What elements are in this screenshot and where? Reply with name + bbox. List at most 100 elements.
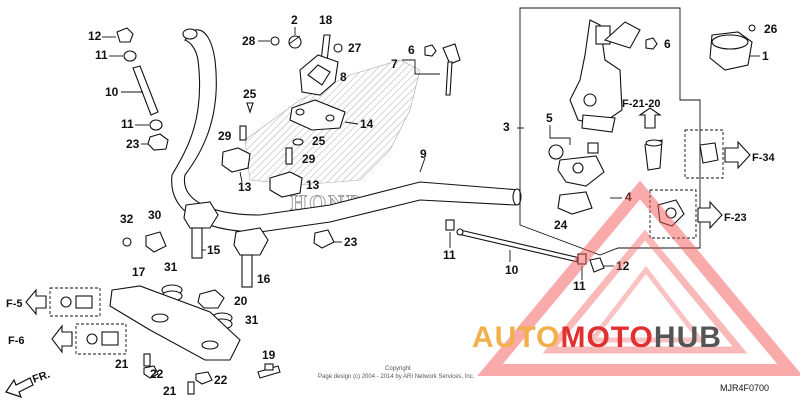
part-label-27: 27 bbox=[348, 41, 362, 55]
part-label-32: 32 bbox=[120, 212, 134, 226]
screw-28[interactable] bbox=[270, 36, 280, 46]
holder-lower-13-right[interactable] bbox=[269, 171, 303, 198]
part-label-30: 30 bbox=[148, 208, 162, 222]
part-label-11d: 11 bbox=[573, 279, 586, 293]
collar-11-top[interactable] bbox=[123, 50, 137, 62]
key-blank[interactable] bbox=[442, 43, 461, 96]
spring-part[interactable] bbox=[587, 142, 599, 154]
ref-f21-20: F-21-20 bbox=[622, 98, 661, 110]
nut-23-left[interactable] bbox=[147, 133, 169, 151]
part-label-16: 16 bbox=[257, 272, 271, 286]
ref-box-f34 bbox=[684, 129, 751, 179]
ref-box-f5 bbox=[25, 287, 101, 317]
nut-23-right[interactable] bbox=[313, 229, 335, 249]
part-label-31b: 31 bbox=[245, 313, 259, 327]
ref-box-f23 bbox=[649, 189, 723, 239]
holder-lower-13-left[interactable] bbox=[221, 147, 251, 173]
part-label-4: 4 bbox=[625, 190, 632, 204]
bolt-19[interactable] bbox=[257, 363, 281, 379]
bolt-25-right[interactable] bbox=[292, 138, 304, 146]
ref-f6: F-6 bbox=[8, 335, 25, 347]
connector-cap[interactable] bbox=[644, 139, 663, 171]
part-label-22a: 22 bbox=[150, 367, 164, 381]
bolt-12[interactable] bbox=[116, 27, 134, 43]
part-label-17: 17 bbox=[132, 265, 146, 279]
watermark-logo bbox=[477, 180, 800, 376]
bracket-30[interactable] bbox=[145, 231, 167, 253]
weight-rod-10[interactable] bbox=[132, 65, 159, 116]
ignition-outline-box bbox=[519, 7, 701, 256]
bolt-12-inner[interactable] bbox=[589, 257, 605, 273]
front-arrow bbox=[5, 377, 34, 398]
part-label-12a: 12 bbox=[88, 29, 102, 43]
collar-11-bottom[interactable] bbox=[149, 119, 163, 131]
screw-26[interactable] bbox=[748, 24, 756, 32]
part-label-5: 5 bbox=[546, 111, 553, 125]
upper-holder-15[interactable] bbox=[183, 201, 219, 259]
part-label-14: 14 bbox=[360, 117, 374, 131]
watermark-part2: MOTO bbox=[560, 321, 653, 354]
ignition-switch-assembly[interactable] bbox=[569, 19, 641, 133]
screw-25-left[interactable] bbox=[246, 102, 254, 114]
ref-f5: F-5 bbox=[6, 298, 23, 310]
part-label-10b: 10 bbox=[505, 263, 519, 277]
upper-holder-16[interactable] bbox=[233, 227, 269, 288]
part-label-13b: 13 bbox=[306, 178, 320, 192]
part-label-6a: 6 bbox=[408, 43, 415, 57]
holder-base-14[interactable] bbox=[289, 99, 346, 131]
bolt-21-top[interactable] bbox=[143, 353, 151, 367]
nut-22-bottom[interactable] bbox=[195, 371, 213, 385]
bottom-bridge-17[interactable] bbox=[109, 285, 241, 361]
part-label-12b: 12 bbox=[616, 259, 630, 273]
mirror-holder-8[interactable] bbox=[299, 54, 339, 96]
ref-box-f6 bbox=[51, 323, 127, 355]
part-label-22b: 22 bbox=[214, 373, 228, 387]
part-label-25b: 25 bbox=[312, 134, 326, 148]
lock-cylinder-parts[interactable] bbox=[548, 144, 605, 215]
nut-20[interactable] bbox=[197, 289, 225, 309]
nut-6-top[interactable] bbox=[424, 44, 437, 57]
part-label-24: 24 bbox=[554, 218, 568, 232]
watermark-part1: AUTO bbox=[472, 321, 560, 354]
part-label-25a: 25 bbox=[243, 87, 257, 101]
nut-6-right[interactable] bbox=[645, 37, 658, 50]
copyright-line1: Copyright bbox=[385, 366, 411, 372]
part-label-29a: 29 bbox=[218, 129, 232, 143]
inner-rod-10[interactable] bbox=[456, 228, 584, 264]
nut-22-top[interactable] bbox=[143, 365, 159, 379]
part-label-18: 18 bbox=[319, 13, 333, 27]
part-label-31a: 31 bbox=[164, 260, 178, 274]
part-label-15: 15 bbox=[207, 243, 221, 257]
screw-27[interactable] bbox=[333, 43, 343, 53]
ref-f23: F-23 bbox=[724, 212, 747, 224]
part-label-11c: 11 bbox=[443, 248, 456, 262]
seat-lock-cover-1[interactable] bbox=[709, 31, 753, 71]
part-label-28: 28 bbox=[242, 34, 256, 48]
part-label-19: 19 bbox=[262, 348, 276, 362]
part-label-21b: 21 bbox=[163, 384, 177, 398]
part-label-9: 9 bbox=[420, 147, 427, 161]
collar-11-inner-left[interactable] bbox=[445, 219, 455, 231]
bolt-32[interactable] bbox=[122, 237, 132, 247]
part-label-2: 2 bbox=[291, 13, 298, 27]
part-label-13a: 13 bbox=[238, 180, 252, 194]
part-label-23b: 23 bbox=[344, 235, 358, 249]
front-marker-label: FR. bbox=[31, 368, 52, 385]
copyright-line2: Page design (c) 2004 - 2014 by ARI Netwo… bbox=[318, 374, 475, 380]
part-label-21a: 21 bbox=[115, 357, 129, 371]
bolt-29-left[interactable] bbox=[239, 125, 247, 141]
clip-2[interactable] bbox=[288, 35, 302, 49]
collar-11-inner-right[interactable] bbox=[577, 253, 587, 265]
part-label-26: 26 bbox=[764, 22, 778, 36]
part-label-10a: 10 bbox=[105, 85, 119, 99]
part-label-8: 8 bbox=[340, 70, 347, 84]
part-label-23a: 23 bbox=[126, 137, 140, 151]
bolt-29-right[interactable] bbox=[285, 147, 293, 165]
part-label-29b: 29 bbox=[302, 152, 316, 166]
part-label-3: 3 bbox=[503, 120, 510, 134]
arrow-up-f21-20 bbox=[638, 107, 662, 129]
bolt-21-bottom[interactable] bbox=[187, 381, 195, 395]
part-label-11a: 11 bbox=[95, 48, 108, 62]
